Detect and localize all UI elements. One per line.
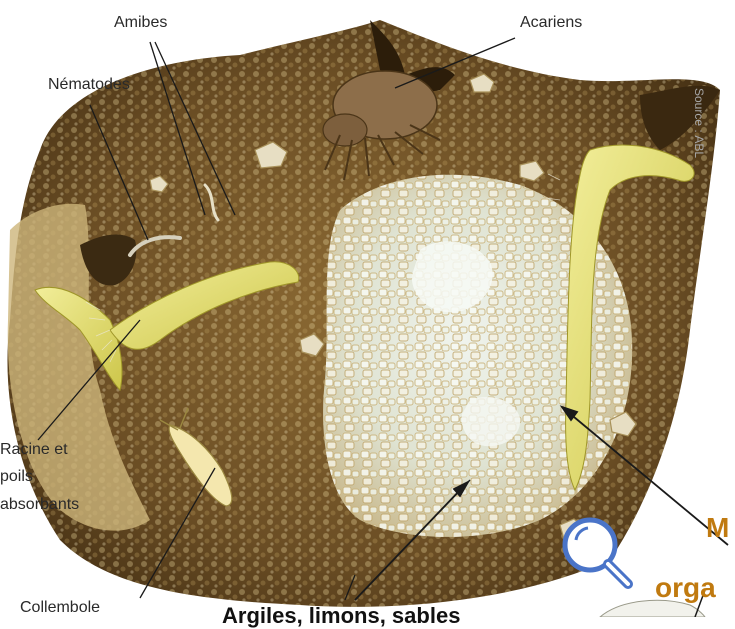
- label-racine-line2: poils: [0, 467, 33, 487]
- label-amibes: Amibes: [114, 13, 167, 33]
- heading-organic-line1: M: [706, 512, 729, 544]
- label-nematodes: Nématodes: [48, 75, 130, 95]
- label-racine-line1: Racine et: [0, 440, 68, 460]
- heading-organic-line2: orga: [655, 572, 716, 604]
- heading-mineral: Argiles, limons, sables: [222, 603, 460, 629]
- label-racine-line3: absorbants: [0, 495, 79, 515]
- label-collembole: Collembole: [20, 598, 100, 618]
- label-acariens: Acariens: [520, 13, 582, 33]
- source-credit: Source : ABL: [692, 88, 706, 158]
